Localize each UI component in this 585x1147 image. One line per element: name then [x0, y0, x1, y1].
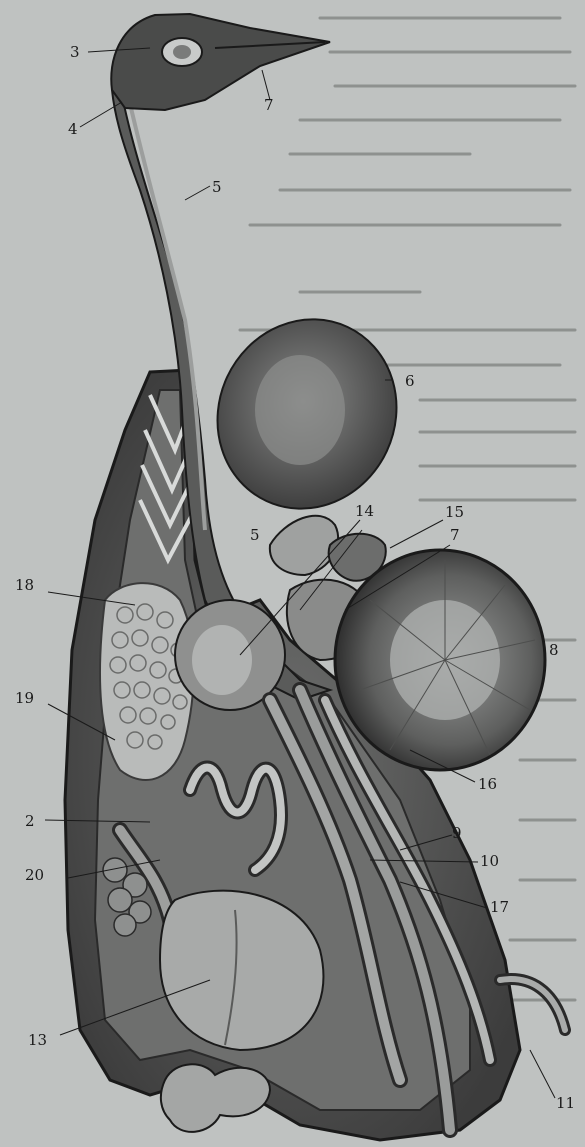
label-19: 19 — [15, 689, 34, 707]
label-6: 6 — [405, 372, 415, 390]
small-organ-14 — [270, 516, 338, 575]
label-10: 10 — [480, 852, 499, 870]
label-18: 18 — [15, 576, 34, 594]
label-11: 11 — [556, 1094, 575, 1112]
label-17: 17 — [490, 898, 509, 916]
egg-highlight — [255, 355, 345, 465]
label-5-body: 5 — [250, 526, 260, 544]
label-2: 2 — [25, 812, 35, 830]
label-3: 3 — [70, 43, 80, 61]
label-14: 14 — [355, 502, 374, 520]
cloaca — [161, 1064, 270, 1132]
liver-lobe-shade — [192, 625, 252, 695]
label-15: 15 — [445, 503, 464, 521]
eye-pupil — [173, 45, 191, 59]
label-9: 9 — [452, 824, 462, 842]
label-7-body: 7 — [450, 526, 460, 544]
label-7-head: 7 — [264, 96, 274, 114]
label-8: 8 — [549, 641, 559, 659]
label-16: 16 — [478, 775, 497, 793]
head — [111, 14, 330, 110]
label-4: 4 — [68, 120, 78, 138]
label-5-neck: 5 — [212, 178, 222, 196]
label-20: 20 — [25, 866, 44, 884]
label-13: 13 — [28, 1031, 47, 1049]
